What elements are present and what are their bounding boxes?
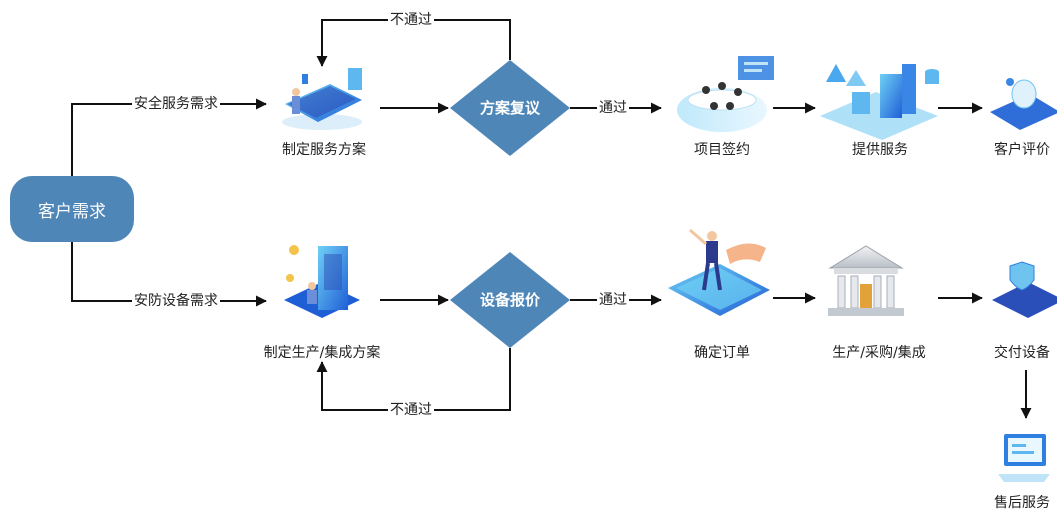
decision-label-top: 方案复议 (479, 99, 540, 117)
production-plan-illustration (284, 245, 360, 318)
start-node-customer-demand: 客户需求 (10, 176, 134, 242)
decision-diamond-top (450, 60, 570, 156)
edge-label-bottom-reject: 不通过 (388, 401, 434, 419)
edge-label-top-pass: 通过 (597, 99, 629, 117)
contract-signing-illustration (677, 56, 774, 132)
edge-label-bottom-pass: 通过 (597, 291, 629, 309)
provide-service-illustration (820, 64, 939, 140)
step-label-contract-signing: 项目签约 (694, 142, 750, 158)
step-label-production-plan: 制定生产/集成方案 (263, 345, 381, 361)
after-sales-illustration (998, 434, 1050, 482)
decision-diamond-bottom (450, 252, 570, 348)
edge-label-security-equipment: 安防设备需求 (132, 292, 220, 310)
edge-start-to-top (71, 98, 267, 176)
edge-label-security-service: 安全服务需求 (132, 95, 220, 113)
service-plan-illustration (282, 68, 362, 130)
step-label-confirm-order: 确定订单 (694, 345, 750, 361)
step-label-production-procurement: 生产/采购/集成 (832, 345, 926, 361)
decision-label-bottom: 设备报价 (479, 291, 540, 309)
edge-label-top-reject: 不通过 (388, 11, 434, 29)
customer-review-illustration (990, 78, 1057, 130)
deliver-equipment-illustration (992, 261, 1057, 318)
step-label-provide-service: 提供服务 (852, 142, 908, 158)
step-label-after-sales: 售后服务 (994, 495, 1050, 511)
step-label-deliver-equipment: 交付设备 (994, 345, 1050, 361)
step-label-service-plan: 制定服务方案 (282, 142, 366, 158)
confirm-order-illustration (668, 228, 770, 316)
production-building-illustration (828, 245, 904, 316)
step-label-customer-review: 客户评价 (994, 142, 1050, 158)
